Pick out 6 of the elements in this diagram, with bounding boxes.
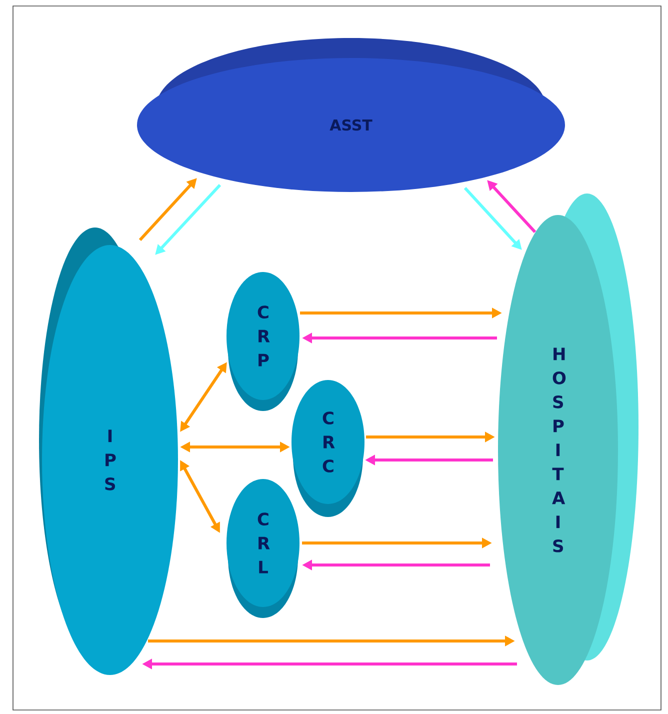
ellipse-node: C R L bbox=[226, 479, 300, 618]
ellipse-node: H O S P I T A I S bbox=[498, 194, 638, 685]
ellipse-node: C R C bbox=[292, 380, 364, 517]
ellipse-node: C R P bbox=[226, 272, 300, 411]
ellipse-node: ASST bbox=[137, 38, 565, 192]
ellipse-node: I P S bbox=[39, 228, 178, 675]
